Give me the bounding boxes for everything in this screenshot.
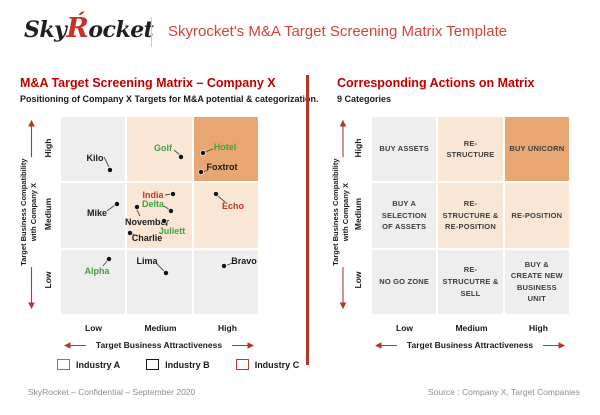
right-y-axis-title: Target Business Compatibility with Compa…	[328, 157, 354, 268]
matrix-cell-r1c2	[193, 183, 258, 248]
matrix-cell-r0c2: BUY UNICORN	[504, 117, 569, 182]
logo-text-sky: Sky	[24, 17, 67, 43]
legend-item-industry-b: Industry B	[146, 359, 210, 370]
legend-item-industry-a: Industry A	[57, 359, 120, 370]
panel-divider	[306, 75, 309, 365]
matrix-cell-r0c1: RE-STRUCTURE	[438, 117, 503, 182]
matrix-cell-r2c2	[193, 249, 258, 314]
matrix-cell-r0c0	[61, 117, 126, 182]
left-x-axis-title: Target Business Attractiveness	[85, 340, 233, 350]
matrix-cell-r1c1: RE-STRUCTURE & RE-POSITION	[438, 183, 503, 248]
matrix-cell-r2c0	[61, 249, 126, 314]
left-panel-heading: M&A Target Screening Matrix – Company X	[20, 76, 276, 90]
logo-text-r: Ŕ	[66, 13, 89, 44]
right-x-tick-medium: Medium	[455, 323, 488, 333]
legend-label: Industry C	[254, 359, 300, 370]
footer-source: Source : Company X, Target Companies	[428, 387, 580, 397]
right-y-axis-title-line1: Target Business Compatibility	[330, 158, 340, 266]
left-panel-subtitle: Positioning of Company X Targets for M&A…	[20, 94, 319, 104]
matrix-cell-r2c1	[127, 249, 192, 314]
right-y-tick-medium: Medium	[353, 197, 363, 231]
left-x-tick-high: High	[218, 323, 237, 333]
screening-matrix	[61, 117, 258, 314]
right-y-axis-title-line2: with Company X	[341, 182, 350, 242]
legend-label: Industry A	[76, 359, 121, 370]
left-y-axis-title-line1: Target Business Compatibility	[18, 158, 28, 266]
right-y-tick-high: High	[353, 138, 363, 158]
legend-swatch-icon	[57, 359, 70, 370]
right-panel-heading: Corresponding Actions on Matrix	[337, 76, 535, 90]
header-divider	[151, 17, 152, 47]
legend-swatch-icon	[146, 359, 160, 370]
matrix-cell-r0c1	[127, 117, 192, 182]
left-y-axis-title: Target Business Compatibility with Compa…	[16, 157, 42, 268]
left-y-tick-high: High	[43, 138, 53, 158]
left-x-tick-medium: Medium	[144, 323, 177, 333]
industry-legend: Industry A Industry B Industry C	[57, 359, 299, 370]
matrix-cell-r1c1	[127, 183, 192, 248]
left-y-tick-medium: Medium	[43, 197, 53, 231]
left-y-tick-low: Low	[43, 271, 53, 289]
logo-text-rocket: ocket	[88, 17, 154, 43]
matrix-cell-r2c2: BUY & CREATE NEW BUSINESS UNIT	[504, 249, 569, 314]
matrix-cell-r0c2	[193, 117, 258, 182]
legend-label: Industry B	[165, 359, 210, 370]
matrix-cell-r0c0: BUY ASSETS	[372, 117, 437, 182]
footer-confidential: SkyRocket – Confidential – September 202…	[28, 387, 196, 397]
matrix-cell-r2c0: NO GO ZONE	[372, 249, 437, 314]
left-x-tick-low: Low	[85, 323, 102, 333]
right-x-axis-title: Target Business Attractiveness	[396, 340, 544, 350]
right-x-tick-low: Low	[396, 323, 413, 333]
matrix-cell-r1c0	[61, 183, 126, 248]
matrix-cell-r1c0: BUY A SELECTION OF ASSETS	[372, 183, 437, 248]
right-y-tick-low: Low	[353, 271, 363, 289]
left-y-axis-title-line2: with Company X	[29, 182, 38, 242]
right-x-tick-high: High	[529, 323, 548, 333]
legend-swatch-icon	[235, 359, 249, 370]
legend-item-industry-c: Industry C	[235, 359, 300, 370]
matrix-cell-r2c1: RE-STRUCUTRE & SELL	[438, 249, 503, 314]
right-panel-subtitle: 9 Categories	[337, 94, 392, 104]
slide-title: Skyrocket's M&A Target Screening Matrix …	[168, 23, 508, 40]
matrix-cell-r1c2: RE-POSITION	[504, 183, 569, 248]
skyrocket-logo: Sky Ŕ ocket	[24, 13, 154, 44]
